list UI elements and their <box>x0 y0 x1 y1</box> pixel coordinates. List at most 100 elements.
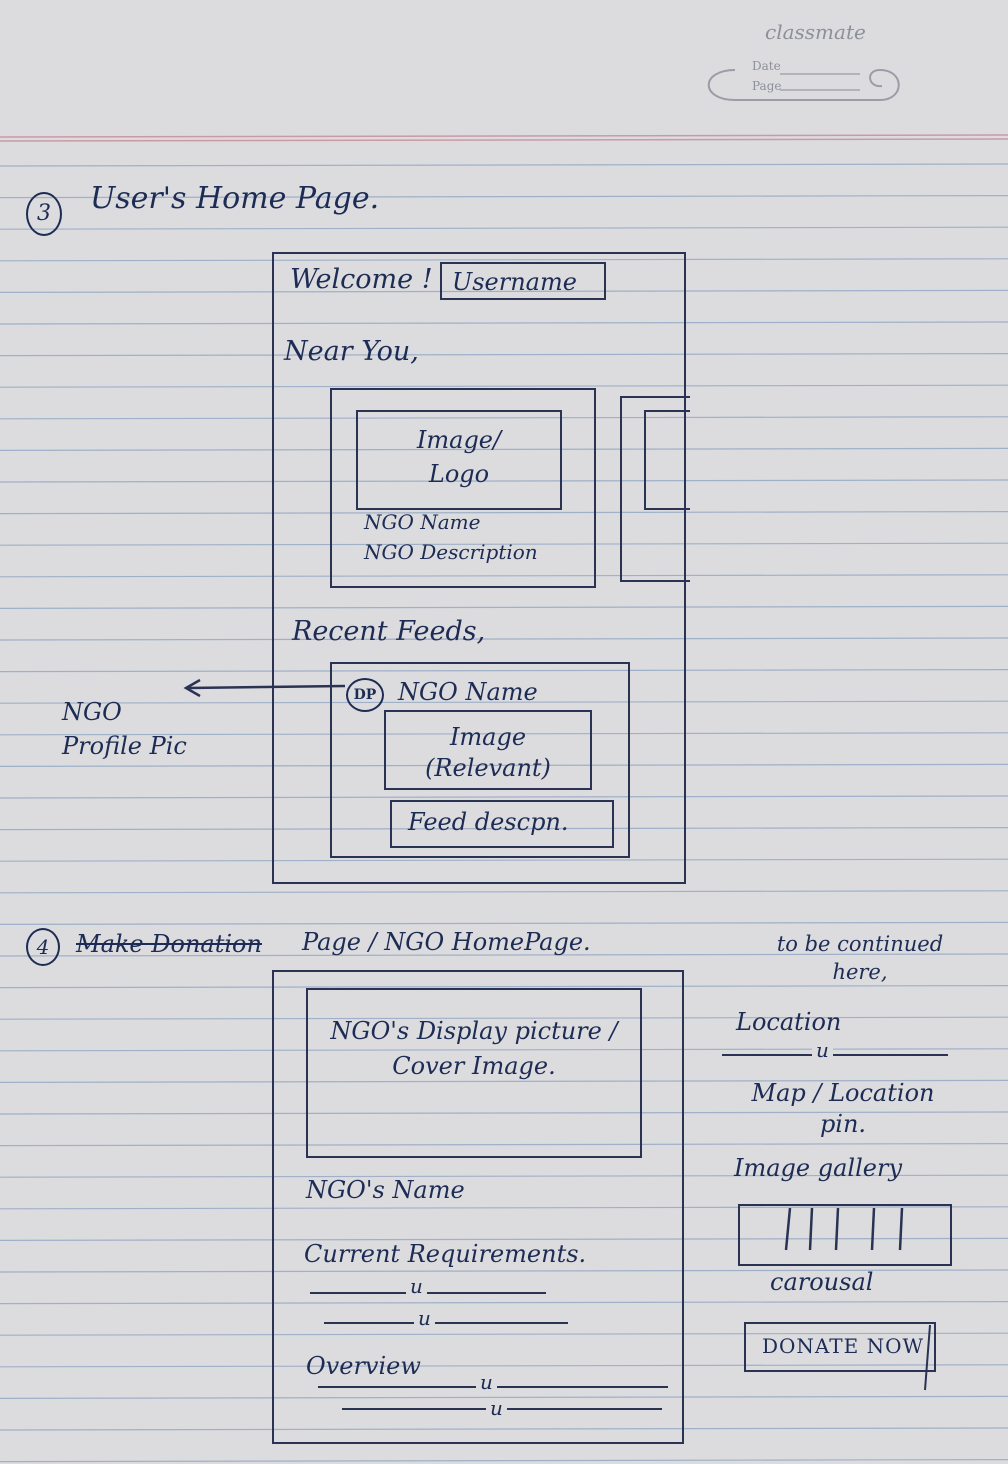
feed-dp-avatar: DP <box>346 678 384 712</box>
ngo-card-name: NGO Name <box>364 510 481 534</box>
requirements-line-1 <box>310 1292 546 1294</box>
requirements-line-2 <box>324 1322 568 1324</box>
feed-description-box <box>390 800 614 848</box>
ngo-name-label: NGO's Name <box>306 1176 465 1204</box>
ruled-line <box>0 826 1008 831</box>
ruled-line <box>0 605 1008 610</box>
cover-image-box <box>306 988 642 1158</box>
ruled-line <box>0 1142 1008 1147</box>
carousel-slots <box>784 1207 904 1251</box>
ruled-line <box>0 1111 1008 1115</box>
ruled-line <box>0 1048 1008 1052</box>
ruled-line <box>0 1332 1008 1336</box>
ruled-line <box>0 163 1008 167</box>
near-you-heading: Near You, <box>284 336 419 367</box>
ruled-line <box>0 1174 1008 1178</box>
carousel-box <box>738 1204 952 1266</box>
carousel-label: carousal <box>770 1268 874 1296</box>
requirements-ditto-2: u <box>414 1308 435 1328</box>
feed-image-label: Image (Relevant) <box>425 723 551 783</box>
ruled-line <box>0 353 1008 357</box>
ruled-line <box>0 953 1008 957</box>
ruled-line <box>0 763 1008 768</box>
ngo-card-image-label: Image/ Logo <box>416 426 502 488</box>
recent-feeds-heading: Recent Feeds, <box>292 616 486 647</box>
section4-number: 4 <box>26 928 60 966</box>
phone-frame-ngo <box>272 970 684 1444</box>
location-line <box>722 1054 948 1056</box>
requirements-heading: Current Requirements. <box>304 1240 587 1268</box>
ruled-line <box>0 858 1008 862</box>
top-margin-line <box>0 134 1008 138</box>
requirements-ditto-1: u <box>406 1276 427 1296</box>
section3-title: User's Home Page. <box>90 181 380 216</box>
ruled-line <box>0 1016 1008 1020</box>
overview-heading: Overview <box>306 1352 421 1380</box>
ngo-card-next-peek <box>620 396 690 582</box>
donate-squiggle <box>924 1324 931 1391</box>
ruled-line <box>0 1458 1008 1463</box>
ruled-line <box>0 984 1008 989</box>
ngo-card-next-inner <box>644 410 690 510</box>
donate-now-label: DONATE NOW <box>762 1334 925 1358</box>
cover-image-label: NGO's Display picture / Cover Image. <box>330 1017 618 1080</box>
username-box <box>440 262 606 300</box>
ruled-line <box>0 1237 1008 1242</box>
ngo-card <box>330 388 596 588</box>
ngo-card-description: NGO Description <box>364 540 538 564</box>
ruled-line <box>0 226 1008 230</box>
ruled-line <box>0 732 1008 736</box>
ruled-line <box>0 1269 1008 1273</box>
username-text: Username <box>452 268 577 296</box>
ruled-line <box>0 921 1008 926</box>
gallery-label: Image gallery <box>734 1154 902 1182</box>
ruled-line <box>0 1427 1008 1431</box>
ruled-line <box>0 195 1008 199</box>
brand-label: classmate <box>765 20 866 44</box>
ruled-line <box>0 1395 1008 1400</box>
profile-pic-annotation: NGO Profile Pic <box>62 698 187 760</box>
ruled-line <box>0 1364 1008 1368</box>
location-ditto: u <box>812 1040 833 1060</box>
ruled-line <box>0 637 1008 641</box>
overview-ditto-1: u <box>476 1372 497 1392</box>
section3-number: 3 <box>26 192 62 236</box>
ruled-line <box>0 416 1008 420</box>
ruled-line <box>0 289 1008 293</box>
ruled-line <box>0 384 1008 388</box>
continued-note: to be continued here, <box>776 932 944 985</box>
feed-image-box <box>384 710 592 790</box>
ruled-line <box>0 258 1008 262</box>
feed-card <box>330 662 630 858</box>
feed-description: Feed descpn. <box>408 808 569 836</box>
map-label: Map / Location pin. <box>751 1079 935 1139</box>
ruled-line <box>0 795 1008 799</box>
overview-ditto-2: u <box>486 1398 507 1418</box>
ruled-line <box>0 1206 1008 1210</box>
ruled-line <box>0 1079 1008 1084</box>
section4-title: Page / NGO HomePage. <box>302 928 591 956</box>
date-label: Date <box>752 59 781 73</box>
ruled-line <box>0 447 1008 451</box>
top-margin-line-2 <box>0 138 1008 142</box>
section4-title-struck: Make Donation <box>76 930 262 958</box>
ruled-line <box>0 479 1008 483</box>
ruled-line <box>0 668 1008 673</box>
annotation-arrow <box>183 678 346 698</box>
ruled-line <box>0 700 1008 704</box>
feed-ngo-name: NGO Name <box>398 678 538 706</box>
ruled-line <box>0 321 1008 325</box>
ruled-line <box>0 890 1008 894</box>
page-label: Page <box>752 79 782 93</box>
ruled-line <box>0 511 1008 515</box>
brand-swirl-icon <box>707 68 900 101</box>
phone-frame-home <box>272 252 686 884</box>
ruled-line <box>0 1300 1008 1305</box>
ngo-card-image-box <box>356 410 562 510</box>
ruled-line <box>0 542 1008 546</box>
welcome-text: Welcome ! <box>290 264 433 295</box>
donate-now-button[interactable] <box>744 1322 936 1372</box>
location-label: Location <box>736 1008 842 1036</box>
